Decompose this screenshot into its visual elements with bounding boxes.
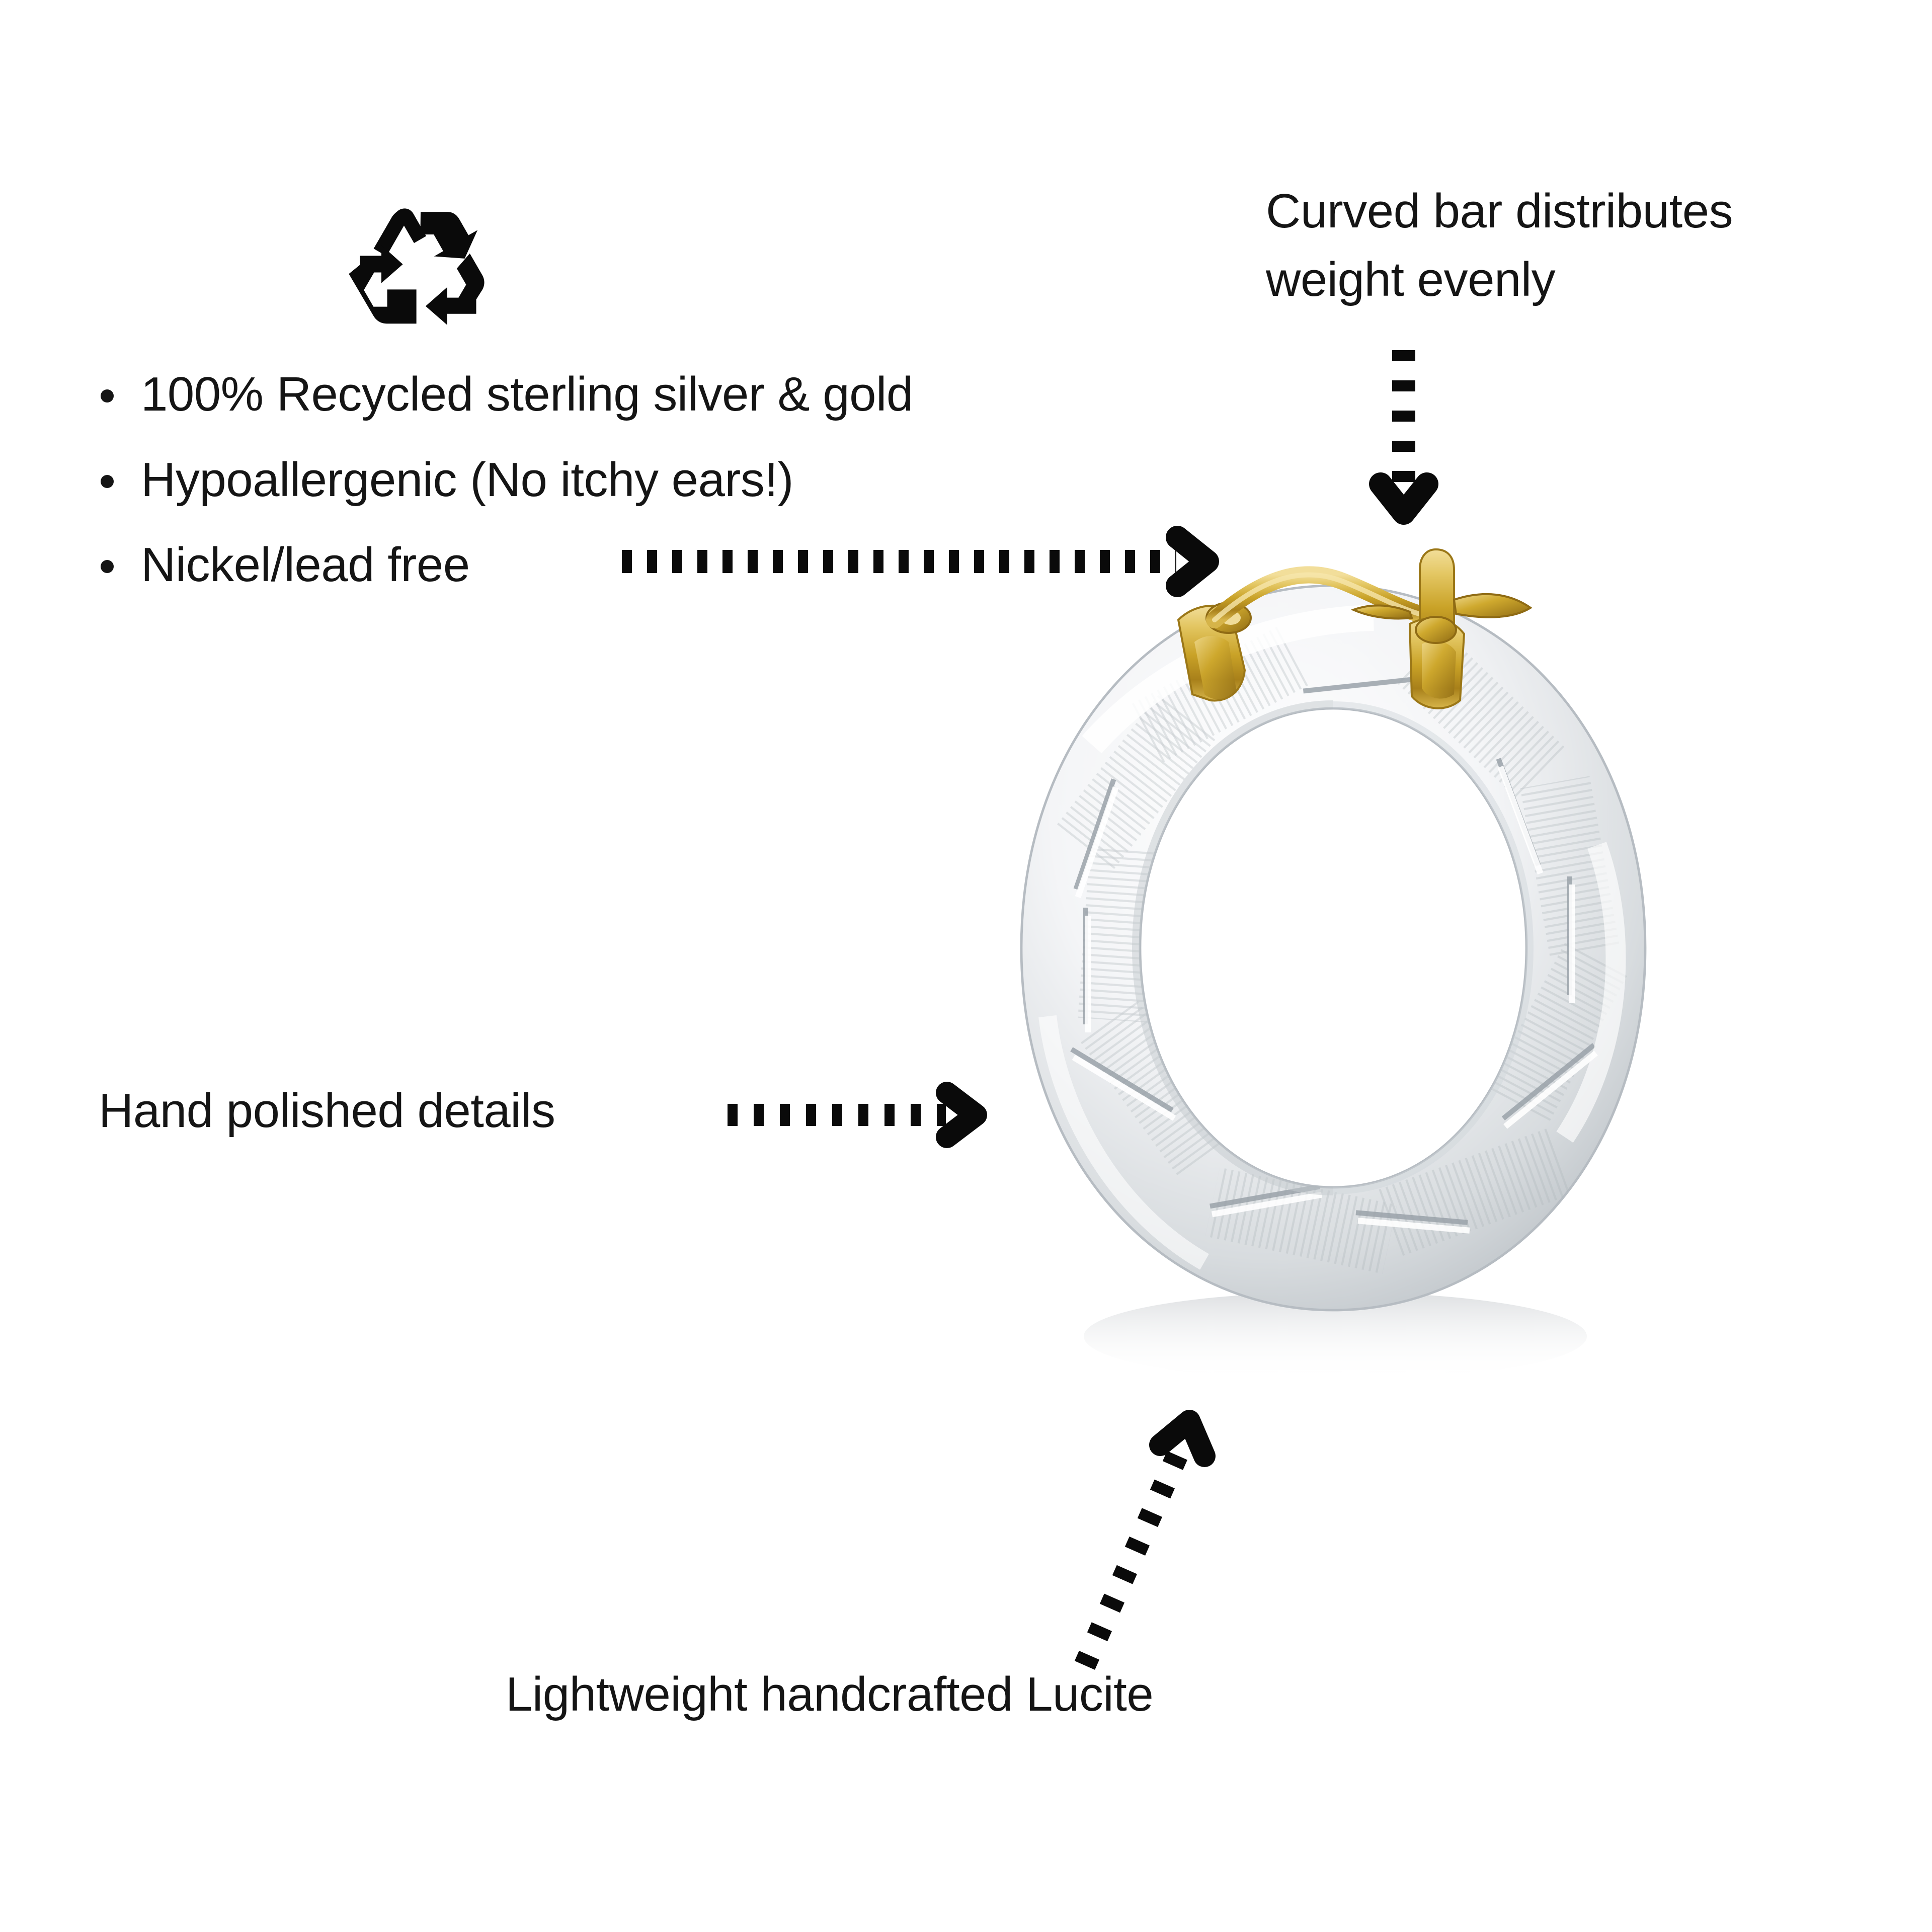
bullet-dot-icon [101,474,114,488]
annotation-lucite: Lightweight handcrafted Lucite [506,1667,1154,1721]
lucite-hoop-body [1020,584,1647,1312]
annotation-hand-polished: Hand polished details [99,1084,555,1138]
gold-clasp [1177,548,1533,709]
dotted-arrow-right-icon [725,1082,987,1148]
list-item: Nickel/lead free [86,538,1092,592]
feature-label: Hypoallergenic (No itchy ears!) [141,452,794,507]
feature-list: 100% Recycled sterling silver & gold Hyp… [86,367,1092,623]
bullet-dot-icon [101,389,114,403]
list-item: 100% Recycled sterling silver & gold [86,367,1092,422]
bullet-dot-icon [101,560,114,574]
dotted-arrow-right-icon [619,526,1219,597]
feature-label: Nickel/lead free [141,538,470,592]
annotation-curved-bar: Curved bar distributes weight evenly [1266,184,1733,307]
list-item: Hypoallergenic (No itchy ears!) [86,453,1092,507]
recycle-icon [342,199,488,345]
feature-label: 100% Recycled sterling silver & gold [141,367,913,421]
dotted-arrow-up-right-icon [1057,1394,1288,1675]
dotted-arrow-down-icon [1353,347,1454,533]
product-image-lucite-bamboo-hoop [941,493,1726,1399]
